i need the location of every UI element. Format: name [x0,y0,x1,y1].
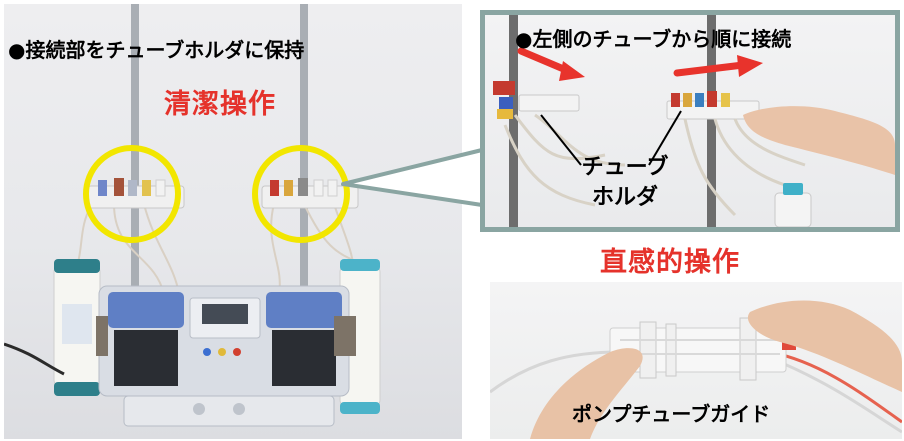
tube-connection-illustration [493,15,895,227]
device-photo-panel: ●接続部をチューブホルダに保持 清潔操作 [4,4,462,439]
tube-connection-photo-panel: ●左側のチューブから順に接続 チューブ ホルダ [480,10,900,232]
tube-holder-label: チューブ ホルダ [569,153,681,213]
pump-tube-guide-illustration [490,300,902,439]
pump-tube-guide-photo-panel: ポンプチューブガイド [490,282,902,439]
device-illustration [4,4,381,427]
left-caption: ●接続部をチューブホルダに保持 [8,38,305,62]
right-bottom-highlight-label: 直感的操作 [600,247,740,278]
right-top-caption: ●左側のチューブから順に接続 [515,27,792,51]
tube-holder-label-line2: ホルダ [591,185,658,210]
right-bottom-caption: ポンプチューブガイド [572,402,771,426]
tube-holder-label-line1: チューブ [581,155,669,180]
left-highlight-label: 清潔操作 [164,89,276,120]
